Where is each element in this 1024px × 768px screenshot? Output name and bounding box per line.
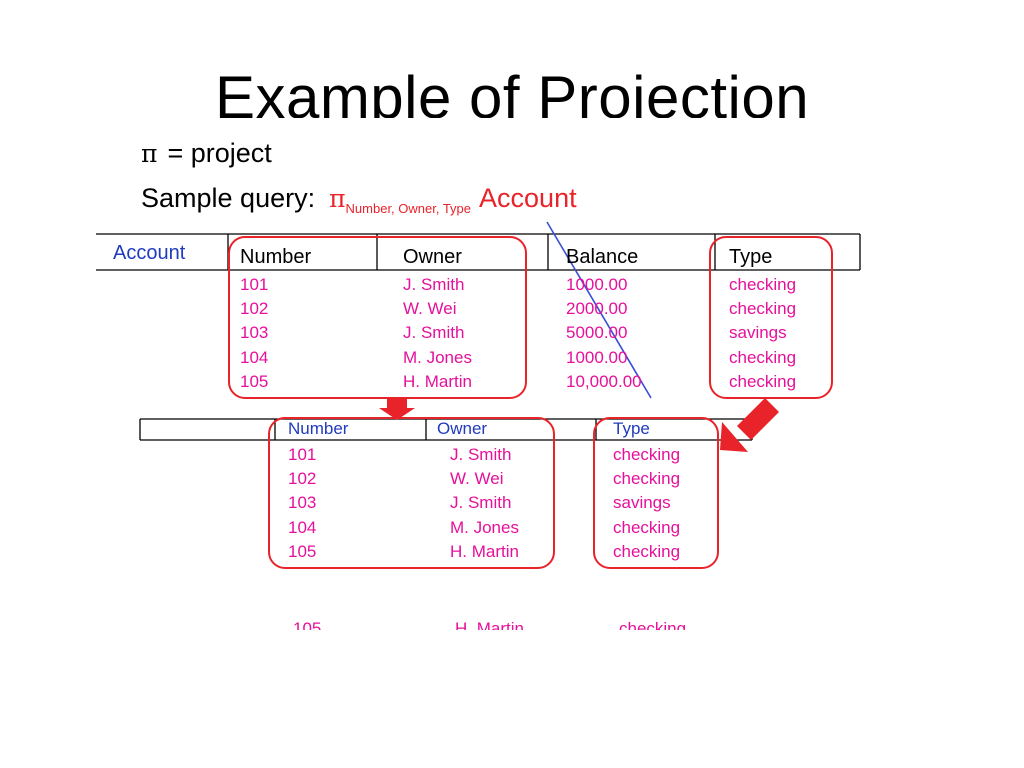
- result-cell: 102: [288, 469, 317, 488]
- source-cell: 101: [240, 275, 269, 294]
- source-cell: 105: [240, 372, 269, 391]
- source-header-owner: Owner: [403, 246, 462, 268]
- source-cell: 5000.00: [566, 323, 628, 342]
- source-cell: 103: [240, 323, 269, 342]
- down-arrow-icon: [379, 398, 415, 420]
- pi-definition-text: = project: [167, 138, 272, 168]
- diagonal-arrow-icon: [720, 398, 779, 452]
- source-cell: 2000.00: [566, 299, 628, 318]
- ghost-row-cell: H. Martin: [455, 619, 524, 630]
- source-cell: W. Wei: [403, 299, 457, 318]
- source-cell: M. Jones: [403, 348, 472, 367]
- query-pi-symbol: π: [329, 184, 346, 213]
- source-cell: checking: [729, 372, 797, 391]
- result-cell: M. Jones: [450, 518, 519, 537]
- source-cell: checking: [729, 299, 797, 318]
- source-relation-label: Account: [113, 242, 186, 264]
- source-cell: 10,000.00: [566, 372, 642, 391]
- result-cell: checking: [613, 518, 681, 537]
- source-cell: J. Smith: [403, 323, 465, 342]
- query-attribute-list: Number, Owner, Type: [345, 201, 472, 216]
- source-cell: checking: [729, 348, 797, 367]
- result-cell: savings: [613, 493, 671, 512]
- result-cell: checking: [613, 542, 681, 561]
- ghost-row-cell: checking: [619, 619, 687, 630]
- source-cell: savings: [729, 323, 787, 342]
- source-header-number: Number: [240, 246, 312, 268]
- query-label: Sample query:: [141, 183, 316, 213]
- pi-symbol: π: [141, 139, 158, 168]
- result-cell: 104: [288, 518, 317, 537]
- sample-query-line: Sample query: πNumber, Owner, Type Account: [141, 181, 577, 220]
- source-cell: 1000.00: [566, 275, 628, 294]
- result-cell: 105: [288, 542, 317, 561]
- result-header-type: Type: [613, 419, 650, 438]
- result-header-number: Number: [288, 419, 349, 438]
- source-header-type: Type: [729, 246, 773, 268]
- source-cell: 1000.00: [566, 348, 628, 367]
- query-relation-name: Account: [479, 183, 577, 213]
- source-cell: H. Martin: [403, 372, 472, 391]
- result-cell: H. Martin: [450, 542, 519, 561]
- result-cell: 103: [288, 493, 317, 512]
- result-cell: checking: [613, 445, 681, 464]
- slide-title: Example of Projection: [214, 64, 810, 118]
- source-header-balance: Balance: [566, 246, 639, 268]
- result-cell: J. Smith: [450, 445, 512, 464]
- source-cell: 104: [240, 348, 269, 367]
- result-header-owner: Owner: [437, 419, 488, 438]
- result-cell: checking: [613, 469, 681, 488]
- result-cell: 101: [288, 445, 317, 464]
- source-cell: checking: [729, 275, 797, 294]
- pi-definition-line: π = project: [141, 136, 272, 171]
- source-cell: J. Smith: [403, 275, 465, 294]
- ghost-row-cell: 105: [293, 619, 322, 630]
- result-cell: J. Smith: [450, 493, 512, 512]
- source-cell: 102: [240, 299, 269, 318]
- result-cell: W. Wei: [450, 469, 504, 488]
